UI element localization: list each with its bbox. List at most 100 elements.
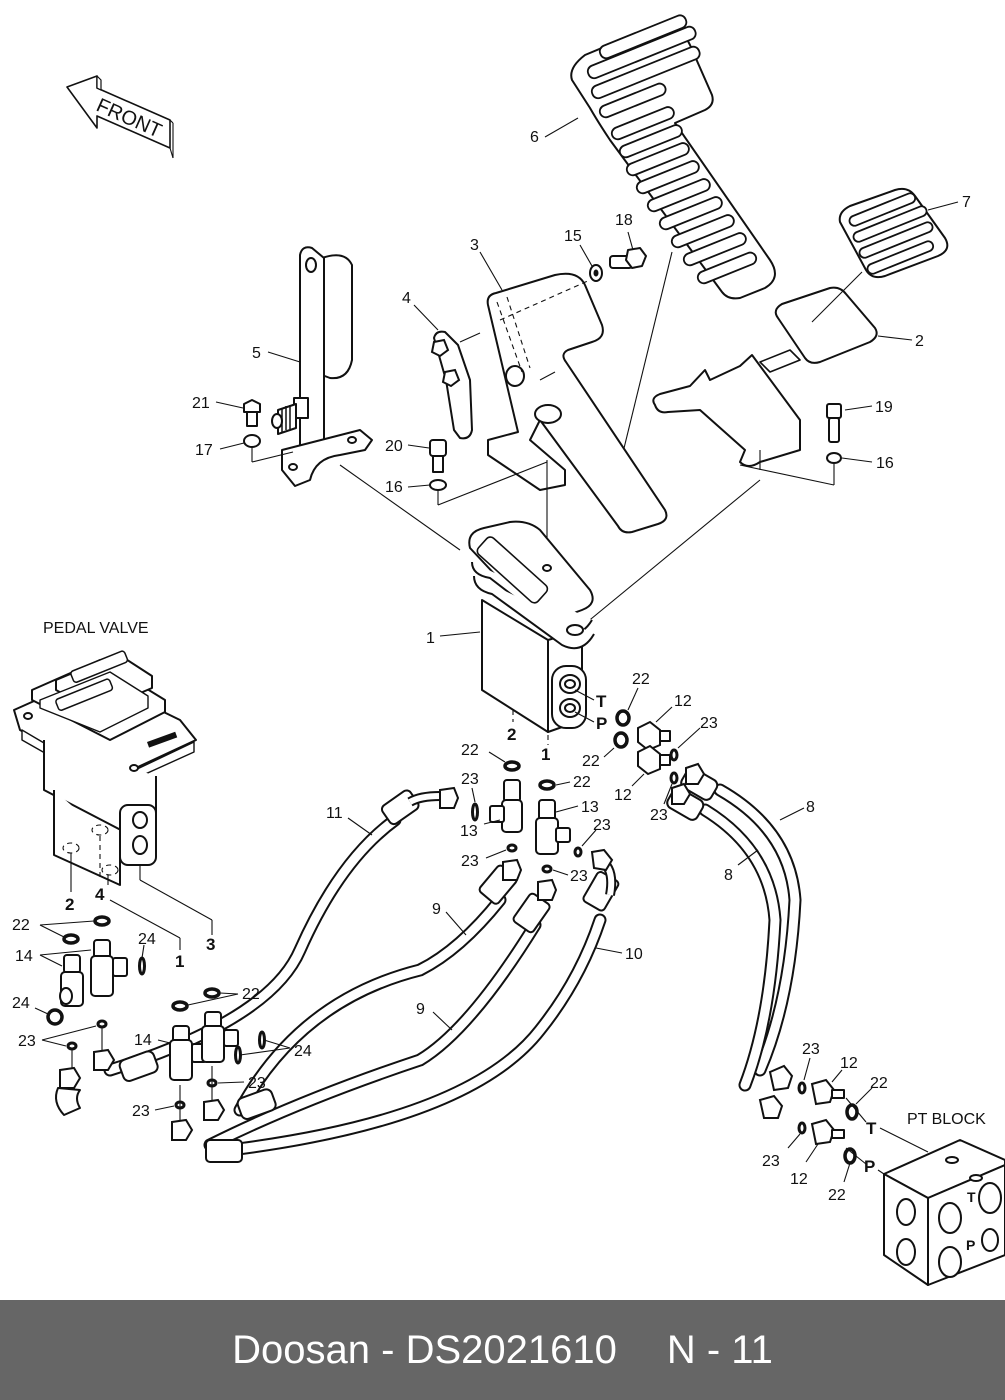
valve-port-T: T bbox=[596, 692, 607, 711]
fitting-14-left-b bbox=[90, 939, 128, 997]
callout-12a: 12 bbox=[674, 693, 692, 710]
bolt-21 bbox=[243, 399, 261, 427]
tee-13-left bbox=[489, 779, 523, 833]
callout-13b: 13 bbox=[581, 799, 599, 816]
callout-8b: 8 bbox=[724, 867, 733, 884]
callout-22e: 22 bbox=[12, 917, 30, 934]
fitting-12-upper bbox=[637, 720, 671, 752]
callout-20: 20 bbox=[385, 438, 403, 455]
hose-elbow-left-a bbox=[55, 1087, 81, 1116]
washer-16-right bbox=[826, 452, 842, 464]
hose-end-nut-mid-a bbox=[171, 1118, 194, 1141]
pt-block: T P bbox=[883, 1139, 1005, 1286]
callout-12c: 12 bbox=[840, 1055, 858, 1072]
callout-22g: 22 bbox=[870, 1075, 888, 1092]
pad-7 bbox=[838, 187, 949, 279]
hose-crimp-left-b bbox=[118, 1050, 159, 1082]
hose-9-upper bbox=[233, 858, 523, 1117]
callout-23g: 23 bbox=[18, 1033, 36, 1050]
oring-22-pv2 bbox=[62, 933, 80, 945]
callout-8a: 8 bbox=[806, 799, 815, 816]
hose-10 bbox=[223, 848, 620, 1157]
callout-23e: 23 bbox=[461, 853, 479, 870]
fitting-14-left-a bbox=[59, 954, 84, 1007]
pv-port-1: 1 bbox=[175, 952, 184, 971]
callout-22a: 22 bbox=[632, 671, 650, 688]
oring-23-right-upper bbox=[797, 1081, 807, 1095]
oring-23-left-b bbox=[66, 1041, 78, 1051]
callout-22b: 22 bbox=[582, 753, 600, 770]
pt-block-label: PT BLOCK bbox=[907, 1111, 986, 1128]
callout-12b: 12 bbox=[614, 787, 632, 804]
oring-23-tee-right bbox=[573, 846, 583, 858]
block-face-T: T bbox=[967, 1189, 976, 1205]
oring-24-mid-b bbox=[258, 1030, 266, 1050]
parts-diagram: FRONT 6 7 bbox=[12, 14, 1005, 1286]
hose-end-nut-right-lower bbox=[758, 1094, 784, 1119]
oring-23-tee-right-bottom bbox=[541, 864, 553, 874]
callout-23h: 23 bbox=[248, 1075, 266, 1092]
hose-end-nut-mid-b bbox=[203, 1098, 226, 1121]
callout-23b: 23 bbox=[650, 807, 668, 824]
washer-16-left bbox=[429, 479, 447, 491]
callout-24a: 24 bbox=[138, 931, 156, 948]
callout-23a: 23 bbox=[700, 715, 718, 732]
oring-22-T bbox=[615, 709, 631, 727]
block-face-P: P bbox=[966, 1237, 975, 1253]
bracket-3 bbox=[486, 272, 668, 534]
footer-bar: Doosan - DS2021610 N - 11 bbox=[0, 1300, 1005, 1400]
callout-9b: 9 bbox=[416, 1001, 425, 1018]
callout-4: 4 bbox=[402, 290, 411, 307]
hose-9-lower bbox=[203, 878, 558, 1152]
callout-23i: 23 bbox=[132, 1103, 150, 1120]
callout-22f: 22 bbox=[242, 986, 260, 1003]
oring-22-right-upper bbox=[845, 1103, 859, 1121]
callout-17: 17 bbox=[195, 442, 213, 459]
callout-7: 7 bbox=[962, 194, 971, 211]
oring-23-right-lower bbox=[797, 1121, 807, 1135]
callout-23c: 23 bbox=[461, 771, 479, 788]
oring-24-mid-a bbox=[234, 1045, 242, 1065]
callout-1: 1 bbox=[426, 630, 435, 647]
pedal-valve bbox=[13, 650, 197, 886]
block-port-T-label: T bbox=[866, 1119, 877, 1138]
callout-5: 5 bbox=[252, 345, 261, 362]
pv-port-2: 2 bbox=[65, 895, 74, 914]
callout-23d: 23 bbox=[593, 817, 611, 834]
oring-24-left-b bbox=[138, 956, 146, 976]
fitting-14-mid-b bbox=[201, 1011, 239, 1063]
bolt-19 bbox=[826, 403, 842, 443]
pedal-valve-label: PEDAL VALVE bbox=[43, 620, 149, 637]
link-4 bbox=[430, 330, 481, 440]
hose-crimp-mid-a bbox=[205, 1139, 243, 1163]
callout-21: 21 bbox=[192, 395, 210, 412]
callout-16b: 16 bbox=[876, 455, 894, 472]
callout-23k: 23 bbox=[762, 1153, 780, 1170]
valve-port-1: 1 bbox=[541, 745, 550, 764]
bracket-5 bbox=[271, 246, 373, 487]
callout-24b: 24 bbox=[12, 995, 30, 1012]
callout-22h: 22 bbox=[828, 1187, 846, 1204]
callout-23f: 23 bbox=[570, 868, 588, 885]
callout-16a: 16 bbox=[385, 479, 403, 496]
pedal-2 bbox=[652, 286, 878, 467]
fitting-12-right-upper bbox=[810, 1078, 845, 1106]
oring-22-P bbox=[613, 731, 629, 749]
callout-2: 2 bbox=[915, 333, 924, 350]
oring-23-lower bbox=[669, 771, 679, 785]
tee-13-right bbox=[535, 799, 571, 855]
fitting-12-right-lower bbox=[810, 1118, 845, 1146]
hose-end-nut-right-upper bbox=[768, 1064, 794, 1092]
oring-22-pv4 bbox=[93, 915, 111, 927]
callout-22d: 22 bbox=[573, 774, 591, 791]
valve-port-2: 2 bbox=[507, 725, 516, 744]
hose-11 bbox=[103, 786, 460, 1077]
callout-22c: 22 bbox=[461, 742, 479, 759]
callout-23j: 23 bbox=[802, 1041, 820, 1058]
fitting-12-lower bbox=[637, 744, 671, 776]
pv-port-3: 3 bbox=[206, 935, 215, 954]
callout-3: 3 bbox=[470, 237, 479, 254]
callout-18: 18 bbox=[615, 212, 633, 229]
callout-15: 15 bbox=[564, 228, 582, 245]
callout-6: 6 bbox=[530, 129, 539, 146]
